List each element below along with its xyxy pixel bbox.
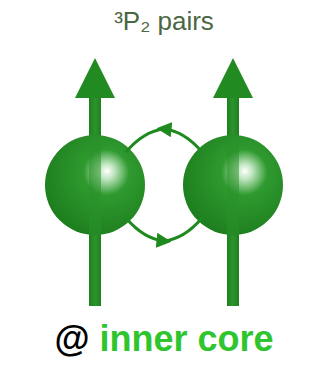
nucleon-sphere <box>183 135 283 235</box>
orbit-arrows <box>126 129 202 241</box>
spin-shaft-overlay <box>227 135 239 235</box>
spin-shaft-overlay <box>89 135 101 235</box>
title: ³P₂ pairs <box>0 6 328 37</box>
location-holder: @ inner core <box>0 318 328 359</box>
location-symbol: @ <box>54 318 89 359</box>
title-holder: ³P₂ pairs <box>0 6 328 37</box>
nucleon-sphere <box>45 135 145 235</box>
location-label: inner core <box>100 318 274 359</box>
